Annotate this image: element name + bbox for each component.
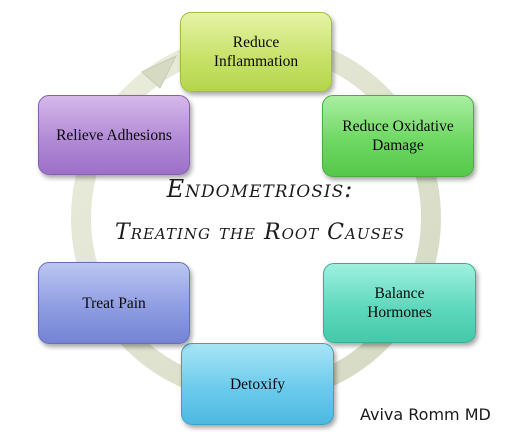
node-label: Balance Hormones	[367, 285, 432, 321]
node-label: Relieve Adhesions	[56, 126, 172, 144]
node-label: Detoxify	[229, 375, 286, 393]
author-credit: Aviva Romm MD	[360, 405, 491, 424]
node-reduce-inflammation: Reduce Inflammation	[180, 12, 332, 92]
node-label: Treat Pain	[82, 294, 146, 312]
diagram-title: Endometriosis:	[166, 175, 354, 203]
node-balance-hormones: Balance Hormones	[323, 263, 476, 343]
node-detoxify: Detoxify	[181, 343, 334, 425]
node-reduce-oxidative-damage: Reduce Oxidative Damage	[322, 95, 474, 177]
node-label: Reduce Oxidative Damage	[342, 118, 454, 154]
node-label: Reduce Inflammation	[213, 34, 299, 70]
cycle-arrowhead	[141, 54, 178, 89]
node-relieve-adhesions: Relieve Adhesions	[38, 95, 190, 175]
node-treat-pain: Treat Pain	[38, 262, 190, 344]
diagram-subtitle: Treating the Root Causes	[115, 220, 405, 245]
